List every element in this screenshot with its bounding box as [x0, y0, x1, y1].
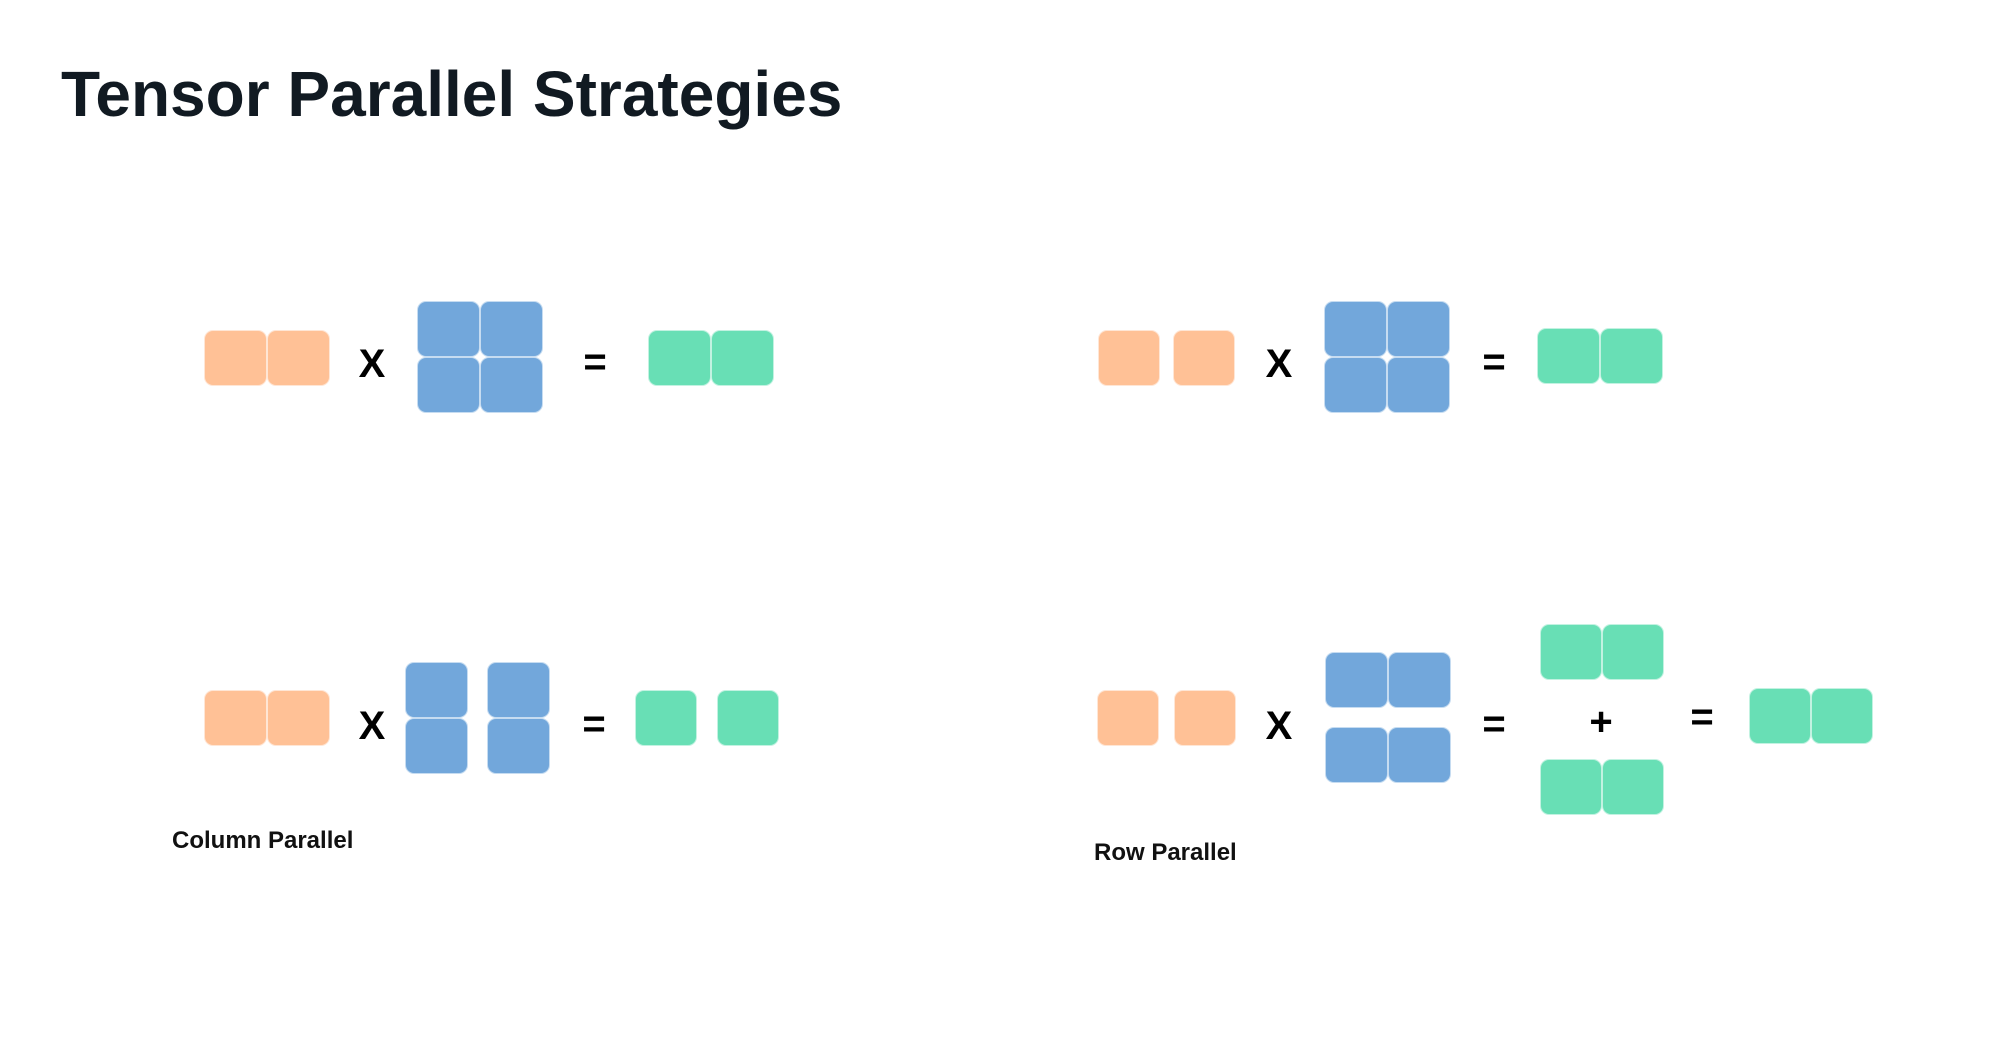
equals-sign: = — [1690, 695, 1714, 739]
weight-block — [1324, 301, 1387, 357]
multiply-sign: X — [1265, 342, 1293, 386]
output-block — [1600, 328, 1663, 384]
multiply-sign: X — [358, 704, 386, 748]
output-block — [1537, 328, 1600, 384]
input-block — [1097, 690, 1159, 746]
input-block — [1174, 690, 1236, 746]
partial-output-block — [1602, 759, 1664, 815]
column-parallel-label: Column Parallel — [172, 827, 354, 854]
weight-block — [1387, 357, 1450, 413]
weight-block — [405, 718, 468, 774]
input-block — [267, 690, 330, 746]
multiply-sign: X — [1265, 704, 1293, 748]
row-parallel-label: Row Parallel — [1094, 839, 1237, 866]
output-block — [1749, 688, 1811, 744]
weight-block — [1324, 357, 1387, 413]
weight-block — [487, 718, 550, 774]
input-block — [204, 690, 267, 746]
weight-block — [405, 662, 468, 718]
page-title: Tensor Parallel Strategies — [61, 58, 843, 130]
partial-output-block — [1540, 624, 1602, 680]
input-block — [1098, 330, 1160, 386]
partial-output-block — [1540, 759, 1602, 815]
weight-block — [487, 662, 550, 718]
input-block — [267, 330, 330, 386]
weight-block — [1388, 727, 1451, 783]
weight-block — [1387, 301, 1450, 357]
output-block — [635, 690, 697, 746]
partial-output-block — [1602, 624, 1664, 680]
weight-block — [1388, 652, 1451, 708]
output-block — [717, 690, 779, 746]
weight-block — [480, 301, 543, 357]
weight-block — [1325, 652, 1388, 708]
equals-sign: = — [1482, 340, 1506, 384]
weight-block — [417, 301, 480, 357]
weight-block — [480, 357, 543, 413]
weight-block — [1325, 727, 1388, 783]
input-block — [1173, 330, 1235, 386]
multiply-sign: X — [358, 342, 386, 386]
output-block — [648, 330, 711, 386]
equals-sign: = — [1482, 702, 1506, 746]
weight-block — [417, 357, 480, 413]
plus-sign: + — [1589, 700, 1613, 744]
input-block — [204, 330, 267, 386]
equals-sign: = — [583, 340, 607, 384]
equals-sign: = — [582, 702, 606, 746]
output-block — [1811, 688, 1873, 744]
output-block — [711, 330, 774, 386]
